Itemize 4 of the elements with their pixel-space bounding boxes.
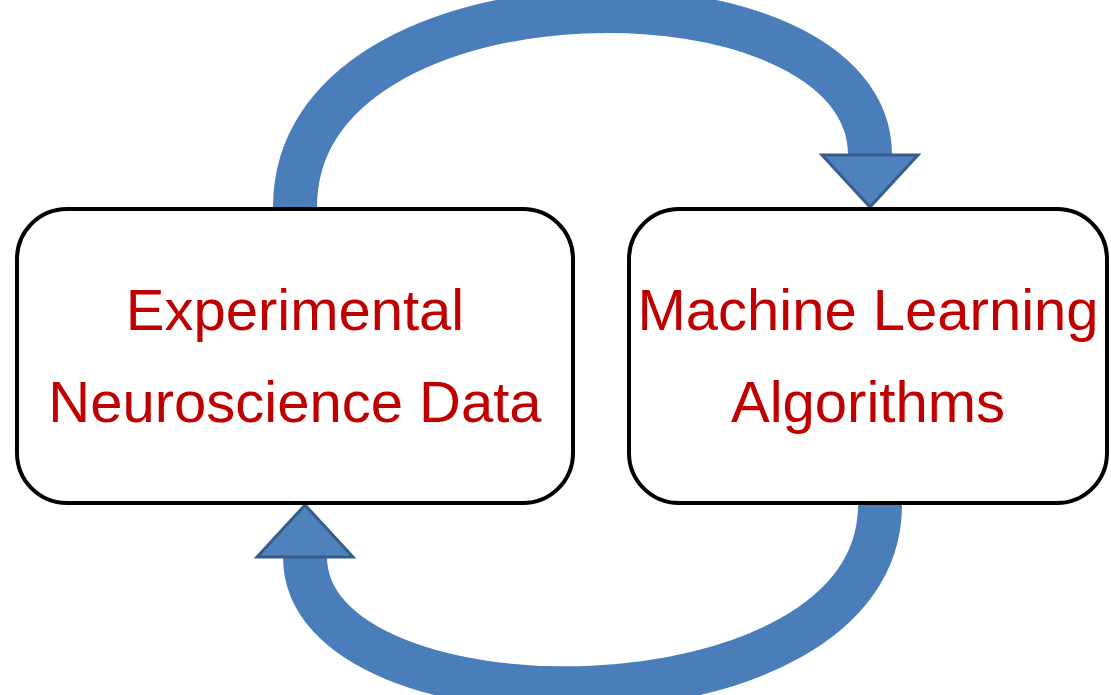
rounded-box [15,207,575,505]
rounded-box [627,207,1109,505]
node-label: Machine Learning Algorithms [636,276,1100,436]
node-label: Experimental Neuroscience Data [47,276,543,436]
